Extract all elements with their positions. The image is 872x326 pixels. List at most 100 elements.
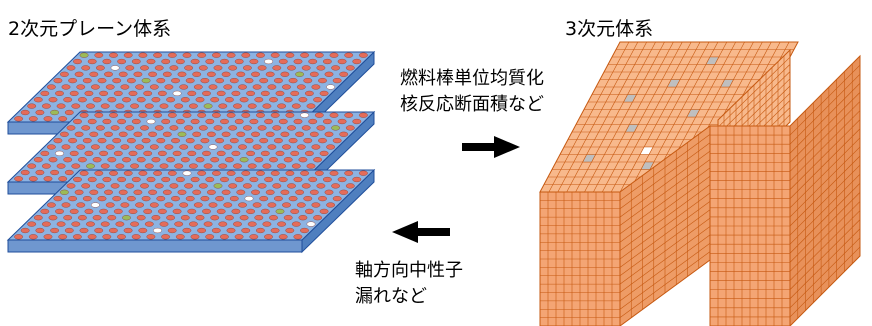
grey-cell <box>686 109 701 118</box>
fuel-pin <box>47 84 56 90</box>
fuel-pin <box>239 215 249 221</box>
fuel-pin <box>97 138 107 144</box>
fuel-pin <box>40 90 50 97</box>
fuel-pin <box>283 97 293 103</box>
fuel-pin <box>175 118 185 125</box>
fuel-pin <box>185 196 195 202</box>
fuel-pin <box>82 77 92 84</box>
fuel-pin <box>79 112 89 118</box>
fuel-pin <box>28 234 38 240</box>
fuel-pin <box>306 221 316 227</box>
fuel-pin <box>262 221 272 227</box>
fuel-pin <box>270 227 280 234</box>
fuel-pin <box>308 58 318 65</box>
fuel-pin <box>159 163 169 169</box>
fuel-pin <box>112 138 122 144</box>
fuel-pin <box>226 227 236 234</box>
fuel-pin <box>68 77 78 84</box>
fuel-pin <box>53 77 63 84</box>
fuel-pin <box>319 150 329 157</box>
fuel-pin <box>337 58 347 65</box>
fuel-pin <box>298 215 308 221</box>
fuel-pin <box>190 58 200 65</box>
fuel-pin <box>135 84 145 90</box>
fuel-pin <box>306 103 316 109</box>
fuel-pin <box>215 138 225 144</box>
forward-arrow-shaft <box>462 143 496 151</box>
fuel-pin <box>130 103 140 109</box>
fuel-pin <box>198 65 208 71</box>
fuel-pin <box>304 208 314 215</box>
fuel-pin <box>128 150 138 157</box>
fuel-pin <box>166 97 176 103</box>
grey-cell <box>705 56 720 65</box>
block-front-left <box>539 191 621 326</box>
fuel-pin <box>89 189 99 195</box>
fuel-pin <box>267 144 277 150</box>
fuel-pin <box>255 227 265 234</box>
grid-line <box>717 64 791 135</box>
grid-line <box>789 183 861 254</box>
fuel-pin <box>117 234 126 240</box>
fuel-pin <box>301 65 311 71</box>
fuel-pin <box>316 183 326 189</box>
fuel-pin <box>161 118 171 125</box>
fuel-pin <box>304 150 314 157</box>
fuel-pin <box>288 196 298 202</box>
fuel-pin <box>273 77 283 84</box>
fuel-pin <box>285 112 295 118</box>
fuel-pin <box>157 150 167 157</box>
grid-line <box>789 92 861 163</box>
grid-line <box>619 192 711 260</box>
fuel-pin <box>73 58 82 65</box>
fuel-pin <box>293 176 303 183</box>
fuel-pin <box>203 221 213 227</box>
fuel-pin <box>180 97 190 103</box>
fuel-pin <box>192 71 202 77</box>
fuel-pin <box>251 189 260 195</box>
fuel-pin <box>231 208 241 215</box>
fuel-pin <box>280 189 290 195</box>
fuel-pin <box>89 71 99 77</box>
fuel-pin <box>91 202 100 208</box>
fuel-pin <box>288 138 298 144</box>
fuel-pin <box>331 183 340 189</box>
fuel-pin <box>122 97 131 103</box>
fuel-pin <box>190 176 200 183</box>
fuel-pin <box>82 196 92 202</box>
fuel-pin <box>291 221 301 227</box>
fuel-pin <box>146 118 156 125</box>
fuel-pin <box>188 221 198 227</box>
fuel-pin <box>296 144 306 150</box>
fuel-pin <box>300 170 309 176</box>
fuel-pin <box>35 109 45 116</box>
fuel-pin <box>133 189 143 195</box>
fuel-pin <box>149 84 159 90</box>
fuel-pin <box>223 84 233 90</box>
fuel-pin <box>244 196 254 202</box>
fuel-pin <box>247 163 257 169</box>
grid-line <box>789 219 861 290</box>
fuel-pin <box>162 189 172 195</box>
fuel-pin <box>141 77 151 84</box>
fuel-pin <box>171 196 180 202</box>
fuel-pin <box>179 202 189 208</box>
grid-line <box>789 73 861 145</box>
fuel-pin <box>53 138 63 144</box>
fuel-pin <box>295 189 304 195</box>
fuel-pin <box>326 84 335 90</box>
fuel-pin <box>337 118 347 125</box>
fuel-pin <box>180 215 190 221</box>
forward-process-line-1: 燃料棒単位均質化 <box>400 68 544 89</box>
fuel-pin <box>169 125 179 131</box>
fuel-pin <box>277 221 286 227</box>
fuel-pin <box>74 189 84 195</box>
fuel-pin <box>229 77 239 84</box>
fuel-pin <box>102 234 112 240</box>
fuel-pin <box>358 170 368 176</box>
fuel-pin <box>50 109 59 116</box>
fuel-pin <box>174 163 184 169</box>
fuel-pin <box>280 131 290 137</box>
fuel-pin <box>172 150 182 157</box>
